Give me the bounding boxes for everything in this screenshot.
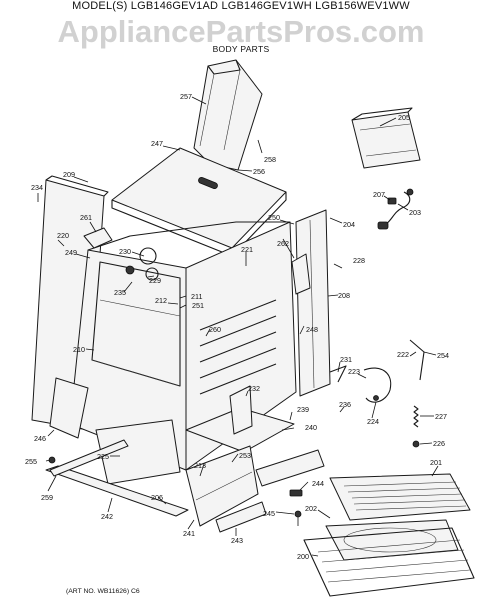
callout-242: 242	[101, 512, 113, 521]
part-225-broiler-drawer	[95, 419, 181, 485]
part-203-207-switch-assembly	[377, 188, 414, 230]
callout-257: 257	[180, 92, 192, 101]
callout-226: 226	[433, 439, 445, 448]
callout-204: 204	[343, 220, 355, 229]
callout-223: 223	[348, 367, 360, 376]
callout-209: 209	[63, 170, 75, 179]
site-watermark: AppliancePartsPros.com	[57, 14, 425, 49]
part-246-door-frame	[49, 377, 89, 439]
callout-246: 246	[34, 434, 46, 443]
part-242-kick-panel	[45, 465, 189, 517]
part-257-vent-trim	[193, 59, 263, 171]
callout-255: 255	[25, 457, 37, 466]
callout-200: 200	[297, 552, 309, 561]
callout-241: 241	[183, 529, 195, 538]
callout-249: 249	[65, 248, 77, 257]
callout-239: 239	[297, 405, 309, 414]
part-247-cooktop	[111, 147, 287, 257]
callout-258: 258	[264, 155, 276, 164]
part-232-bracket	[229, 385, 253, 435]
callout-261: 261	[80, 213, 92, 222]
callout-229: 229	[149, 276, 161, 285]
part-202-broiler-pan-bottom	[325, 519, 459, 561]
callout-202: 202	[305, 504, 317, 513]
part-244-slide-rail	[215, 449, 325, 533]
part-213-drawer-slide	[185, 445, 259, 527]
callout-248: 248	[306, 325, 318, 334]
callout-245: 245	[263, 509, 275, 518]
callout-231: 231	[340, 355, 352, 364]
callout-227: 227	[435, 412, 447, 421]
part-227-hinge-spring	[412, 405, 420, 448]
callout-260: 260	[209, 325, 221, 334]
callout-222: 222	[397, 350, 409, 359]
leader-lines	[37, 96, 439, 557]
callout-262: 262	[277, 239, 289, 248]
callout-210: 210	[73, 345, 85, 354]
callout-247: 247	[151, 139, 163, 148]
callout-236: 236	[339, 400, 351, 409]
callout-230: 230	[119, 247, 131, 256]
callout-254: 254	[437, 351, 449, 360]
section-title: BODY PARTS	[212, 44, 270, 54]
callout-234: 234	[31, 183, 43, 192]
callout-243: 243	[231, 536, 243, 545]
part-245-screw	[294, 510, 302, 526]
callout-203: 203	[409, 208, 421, 217]
part-260-rack-supports	[199, 299, 277, 395]
callout-228: 228	[353, 256, 365, 265]
part-222-224-igniter-parts	[329, 339, 425, 403]
callout-211: 211	[191, 292, 202, 301]
callout-labels: 257 205 247 258 256 209 234 207 203 261 …	[25, 92, 449, 561]
callout-207: 207	[373, 190, 385, 199]
part-255-leveling-leg	[48, 439, 129, 477]
callout-225: 225	[97, 452, 109, 461]
callout-232: 232	[248, 384, 260, 393]
callout-253: 253	[239, 451, 251, 460]
callout-220: 220	[57, 231, 69, 240]
callout-213: 213	[194, 461, 206, 470]
callout-201: 201	[430, 458, 442, 467]
callout-256: 256	[253, 167, 265, 176]
callout-250: 250	[268, 213, 280, 222]
part-230-regulator	[125, 247, 159, 281]
callout-221: 221	[241, 245, 253, 254]
part-261-burner-box	[83, 227, 113, 249]
callout-251: 251	[192, 301, 204, 310]
part-200-oven-rack	[303, 527, 475, 597]
part-205-backguard	[351, 107, 421, 169]
callout-208: 208	[338, 291, 350, 300]
callout-212: 212	[155, 296, 167, 305]
model-numbers-header: MODEL(S) LGB146GEV1AD LGB146GEV1WH LGB15…	[72, 0, 410, 12]
callout-235: 235	[114, 288, 126, 297]
callout-244: 244	[312, 479, 324, 488]
callout-224: 224	[367, 417, 379, 426]
art-number: (ART NO. WB11626) C6	[66, 588, 140, 595]
part-201-broiler-pan	[329, 473, 471, 521]
callout-206: 206	[151, 493, 163, 502]
part-250-rear-panel	[291, 209, 331, 397]
callout-259: 259	[41, 493, 53, 502]
callout-240: 240	[305, 423, 317, 432]
callout-205: 205	[398, 113, 410, 122]
